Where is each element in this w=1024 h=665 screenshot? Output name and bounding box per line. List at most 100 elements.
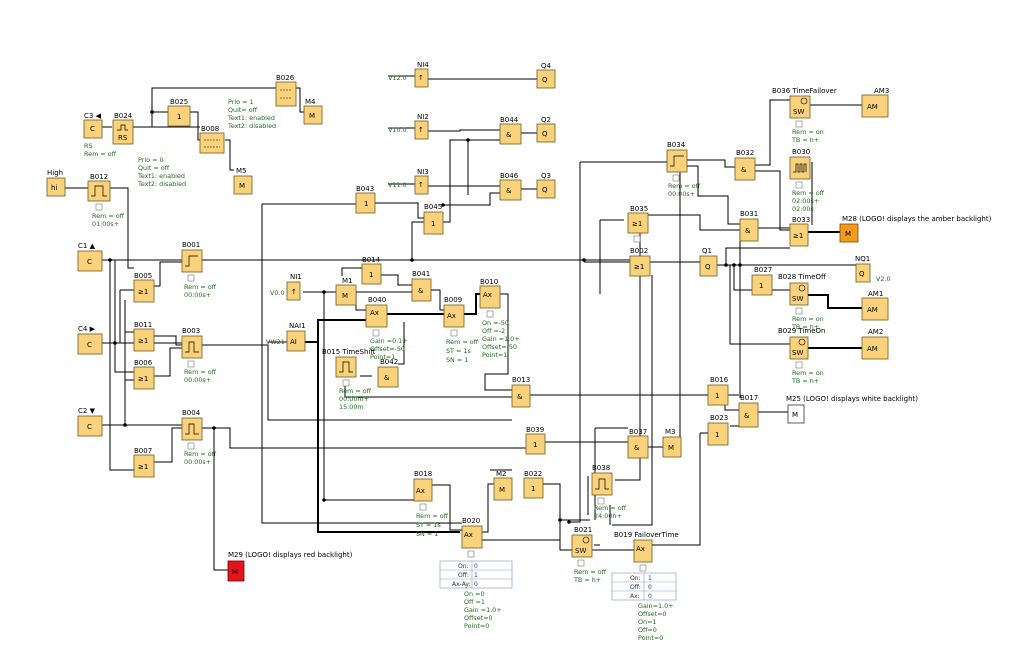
block-c1[interactable]: C1 ▲ C bbox=[77, 242, 103, 272]
svg-text:B020: B020 bbox=[462, 517, 480, 525]
block-b019[interactable]: B019 FailoverTime Ax bbox=[614, 531, 679, 572]
block-q4[interactable]: Q4 Q bbox=[536, 62, 556, 89]
block-b040[interactable]: B040 Ax Gain =0.1+ Offset=-50 Point=1 bbox=[365, 296, 408, 361]
block-am3[interactable]: AM3 AM bbox=[861, 87, 889, 118]
block-b046[interactable]: B046 & bbox=[499, 172, 522, 201]
block-b028[interactable]: B028 TimeOff SW Rem = on TB = h+ bbox=[778, 273, 826, 331]
block-b025[interactable]: B025 1 bbox=[167, 98, 191, 127]
block-b001[interactable]: B001 Rem = off 00:00s+ bbox=[181, 241, 217, 299]
svg-text:≥1: ≥1 bbox=[138, 375, 148, 383]
block-m5[interactable]: M5 M bbox=[233, 167, 253, 195]
block-m3[interactable]: M3 M bbox=[662, 428, 682, 458]
block-b038[interactable]: B038 Rem = off 24:00h+ bbox=[591, 464, 627, 520]
svg-text:Rem = off: Rem = off bbox=[92, 212, 125, 220]
block-ni3[interactable]: NI3 ↑ V11.0 bbox=[388, 168, 429, 195]
block-b034[interactable]: B034 Rem = off 00:00s+ bbox=[666, 141, 701, 198]
block-b033[interactable]: B033 ≥1 bbox=[789, 216, 810, 247]
svg-text:On:: On: bbox=[458, 563, 469, 570]
block-m25[interactable]: M25 (LOGO! displays white backlight) M bbox=[786, 395, 918, 424]
block-b017[interactable]: B017 & bbox=[738, 394, 759, 428]
block-q2[interactable]: Q2 Q bbox=[536, 116, 556, 143]
block-b032[interactable]: B032 & bbox=[734, 149, 756, 181]
svg-text:&: & bbox=[744, 412, 750, 420]
svg-text:B009: B009 bbox=[444, 296, 462, 304]
block-ni1[interactable]: NI1 ↑ V0.0 bbox=[270, 273, 302, 301]
svg-text:Off:: Off: bbox=[630, 584, 641, 591]
block-b006[interactable]: B006 ≥1 bbox=[133, 359, 155, 390]
block-b020[interactable]: B020 Ax bbox=[461, 517, 483, 558]
block-b012[interactable]: B012 Rem = off 01:00s+ bbox=[87, 173, 125, 228]
block-b003[interactable]: B003 Rem = off 00:00s+ bbox=[181, 327, 217, 384]
svg-text:1: 1 bbox=[533, 441, 537, 449]
block-b037[interactable]: B037 & bbox=[627, 428, 649, 459]
svg-text:M5: M5 bbox=[236, 167, 247, 175]
svg-text:NQ1: NQ1 bbox=[855, 255, 870, 263]
block-high[interactable]: High hi bbox=[46, 169, 66, 197]
block-b027[interactable]: B027 1 bbox=[751, 266, 773, 296]
block-b014[interactable]: B014 1 bbox=[361, 256, 382, 285]
block-am1[interactable]: AM1 AM bbox=[861, 290, 889, 321]
block-b042[interactable]: B042 & bbox=[377, 358, 399, 388]
block-b029[interactable]: B029 TimeOn SW Rem = on TB = h+ bbox=[778, 327, 825, 385]
svg-text:AM2: AM2 bbox=[868, 328, 883, 336]
svg-text:Rem = off: Rem = off bbox=[184, 283, 217, 291]
svg-text:1: 1 bbox=[715, 392, 719, 400]
svg-text:≥1: ≥1 bbox=[793, 232, 803, 240]
svg-text:Prio = 1: Prio = 1 bbox=[228, 98, 254, 106]
block-b043[interactable]: B043 1 bbox=[355, 185, 376, 214]
block-am2[interactable]: AM2 AM bbox=[861, 328, 889, 360]
svg-text:Ax:: Ax: bbox=[630, 593, 640, 600]
block-c4[interactable]: C4 ▶ C bbox=[77, 325, 103, 355]
block-nq1[interactable]: NQ1 Q V2.0 bbox=[855, 255, 891, 283]
block-b018[interactable]: B018 Ax Rem = off ST = 1s SN = 1 bbox=[413, 470, 449, 538]
param-table-b019: On: 1 Off: 0 Ax: 0 Gain=1.0+ Offset=0 On… bbox=[611, 572, 677, 642]
block-b009[interactable]: B009 Ax Rem = off ST = 1s SN = 1 bbox=[443, 296, 479, 364]
block-nai1[interactable]: NAI1 AI VW21 bbox=[266, 322, 306, 352]
block-q1[interactable]: Q1 Q bbox=[699, 247, 718, 277]
svg-text:B027: B027 bbox=[754, 266, 772, 274]
block-b008[interactable]: B008 Prio = 0 Quit = off Text1: enabled … bbox=[137, 125, 225, 188]
block-b013[interactable]: B013 & bbox=[511, 376, 531, 408]
svg-text:B039: B039 bbox=[526, 426, 544, 434]
block-b026[interactable]: B026 Prio = 1 Quit= off Text1: enabled T… bbox=[227, 74, 297, 130]
svg-text:High: High bbox=[47, 169, 63, 177]
block-m4[interactable]: M4 M bbox=[303, 98, 323, 125]
block-b044[interactable]: B044 & bbox=[499, 116, 522, 145]
block-b045[interactable]: B045 1 bbox=[423, 203, 444, 235]
block-b030[interactable]: B030 Rem = off 02:00s+ 02:00s bbox=[789, 148, 825, 213]
block-c2[interactable]: C2 ▼ C bbox=[77, 407, 103, 437]
svg-text:AM: AM bbox=[867, 306, 878, 314]
block-b041[interactable]: B041 & bbox=[411, 270, 432, 302]
svg-text:↑: ↑ bbox=[291, 288, 297, 296]
block-m28[interactable]: M28 (LOGO! displays the amber backlight)… bbox=[839, 215, 992, 243]
block-b010[interactable]: B010 Ax On =-50 Off =-2 Gain =1.0+ Offse… bbox=[479, 278, 520, 359]
block-b007[interactable]: B007 ≥1 bbox=[133, 447, 155, 478]
svg-text:C4 ▶: C4 ▶ bbox=[78, 325, 96, 333]
block-b036[interactable]: B036 TimeFailover SW Rem = on TB = h+ bbox=[772, 87, 837, 144]
svg-text:RS: RS bbox=[84, 142, 93, 150]
svg-text:1: 1 bbox=[474, 572, 478, 579]
block-m29[interactable]: M29 (LOGO! displays red backlight) M bbox=[227, 551, 353, 582]
block-b004[interactable]: B004 Rem = off 00:00s+ bbox=[181, 409, 217, 466]
block-b031[interactable]: B031 & bbox=[739, 210, 759, 242]
block-q3[interactable]: Q3 Q bbox=[536, 172, 556, 199]
block-b024[interactable]: B024 RS bbox=[112, 112, 134, 145]
block-b005[interactable]: B005 ≥1 bbox=[133, 272, 155, 303]
block-b022[interactable]: B022 1 bbox=[523, 470, 544, 499]
block-b039[interactable]: B039 1 bbox=[525, 426, 546, 455]
block-b002[interactable]: B002 ≥1 bbox=[629, 247, 651, 277]
svg-text:M3: M3 bbox=[665, 428, 676, 436]
block-b021[interactable]: B021 SW Rem = off TB = h+ bbox=[571, 526, 607, 584]
block-ni4[interactable]: NI4 ↑ V12.0 bbox=[388, 61, 429, 88]
svg-text:Text1: enabled: Text1: enabled bbox=[227, 114, 275, 122]
block-b035[interactable]: B035 ≥1 bbox=[627, 205, 649, 243]
block-b011[interactable]: B011 ≥1 bbox=[133, 321, 155, 352]
svg-text:&: & bbox=[418, 287, 424, 295]
block-b015[interactable]: B015 TimeShift Rem = off 00:00m+ 15:00m bbox=[322, 348, 376, 411]
block-b023[interactable]: B023 1 bbox=[707, 414, 729, 446]
block-ni2[interactable]: NI2 ↑ V10.0 bbox=[388, 113, 429, 140]
block-m2[interactable]: M2 M bbox=[493, 470, 513, 501]
block-b016[interactable]: B016 1 bbox=[707, 376, 729, 406]
block-c3[interactable]: C3 ◀ C RS Rem = off bbox=[83, 112, 117, 158]
block-m1[interactable]: M1 M bbox=[335, 277, 357, 306]
